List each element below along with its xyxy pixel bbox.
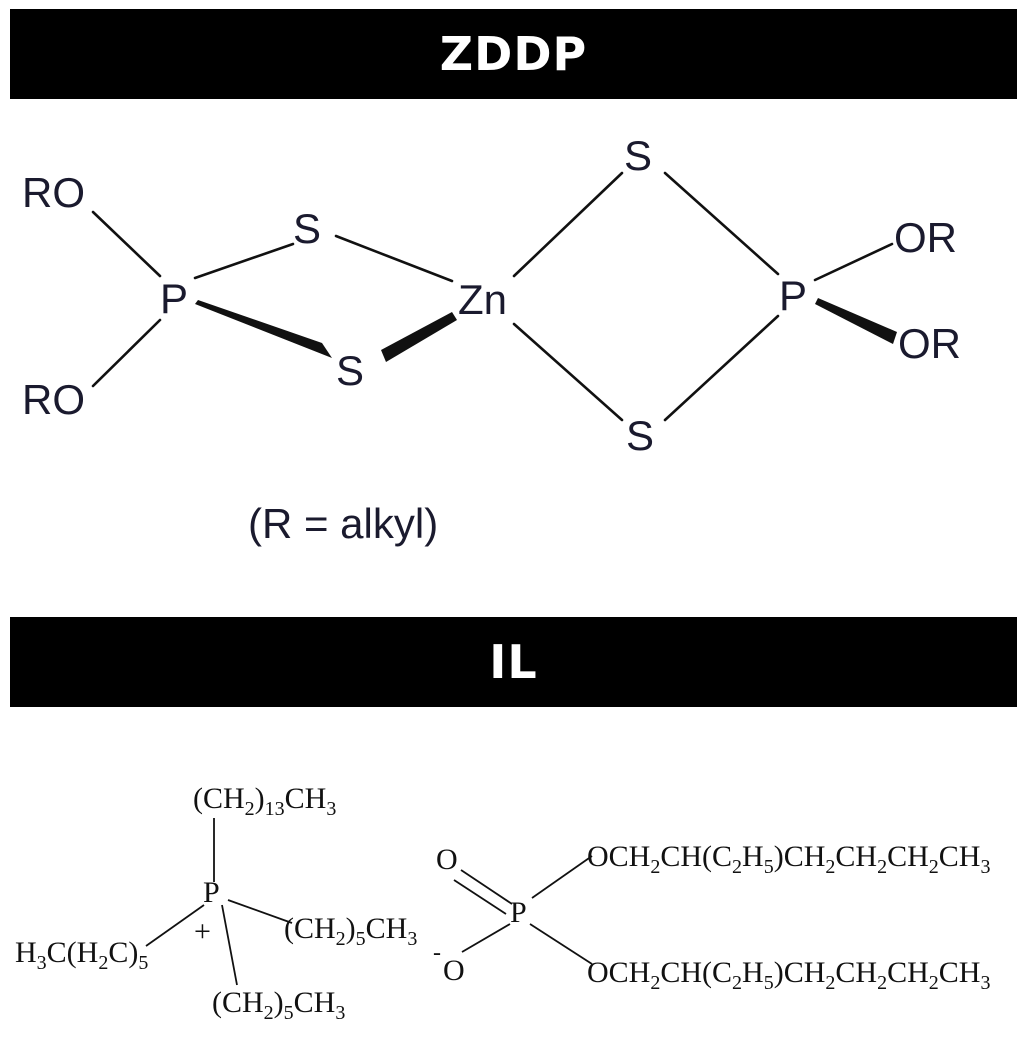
zddp-structure: RO RO P S S Zn S S P OR OR (R = alkyl): [22, 132, 961, 547]
or-bottom-right-label: OR: [898, 320, 961, 367]
zddp-title: ZDDP: [439, 27, 588, 81]
bond-cation-left: [145, 904, 205, 947]
bond-s-zn-top: [334, 234, 454, 283]
wedge-s-zn: [381, 312, 457, 362]
anion-o-minus-label: O: [443, 954, 465, 987]
bond-s-p-right-bottom: [663, 314, 780, 422]
cation-charge: +: [194, 915, 211, 948]
s-left-top-label: S: [293, 205, 321, 252]
bond-s-p-right-top: [663, 171, 780, 276]
bond-cation-bottom: [221, 904, 238, 986]
cation-bottom-chain: (CH2)5CH3: [212, 986, 345, 1024]
p-left-label: P: [160, 275, 188, 322]
anion-bottom-chain: OCH2CH(C2H5)CH2CH2CH2CH3: [587, 956, 990, 994]
bond-zn-s-right-top: [512, 171, 624, 278]
bond-anion-double-2: [453, 879, 507, 915]
alkyl-note: (R = alkyl): [248, 500, 438, 547]
cation-p-label: P: [203, 876, 220, 909]
anion-top-chain: OCH2CH(C2H5)CH2CH2CH2CH3: [587, 840, 990, 878]
il-title: IL: [489, 635, 538, 689]
ro-bottom-left-label: RO: [22, 376, 85, 423]
bond-ro-p-bottom: [91, 318, 162, 388]
cation-right-chain: (CH2)5CH3: [284, 912, 417, 950]
s-left-bottom-label: S: [336, 347, 364, 394]
bond-p-or-top: [813, 242, 894, 282]
ro-top-left-label: RO: [22, 169, 85, 216]
bond-anion-top: [531, 855, 593, 899]
zddp-banner: ZDDP: [10, 9, 1017, 99]
wedge-p-or: [815, 298, 897, 344]
bond-anion-o-minus: [461, 923, 511, 953]
il-anion-structure: O P - O OCH2CH(C2H5)CH2CH2CH2CH3 OCH2CH(…: [433, 840, 990, 994]
anion-minus: -: [433, 940, 441, 966]
cation-left-chain: H3C(H2C)5: [15, 936, 148, 974]
zn-label: Zn: [458, 276, 507, 323]
p-right-label: P: [779, 272, 807, 319]
bond-anion-bottom: [529, 923, 593, 965]
anion-p-label: P: [510, 896, 527, 929]
anion-o-double-label: O: [436, 843, 458, 876]
s-right-bottom-label: S: [626, 412, 654, 459]
bond-p-s-top: [193, 242, 295, 280]
s-right-top-label: S: [624, 132, 652, 179]
cation-top-chain: (CH2)13CH3: [193, 782, 336, 820]
bond-zn-s-right-bottom: [512, 322, 624, 422]
wedge-p-s: [195, 300, 332, 358]
bond-cation-right: [227, 899, 293, 924]
il-cation-structure: P + (CH2)13CH3 (CH2)5CH3 (CH2)5CH3 H3C(H…: [15, 782, 417, 1024]
bond-anion-double-1: [460, 869, 513, 905]
il-banner: IL: [10, 617, 1017, 707]
or-top-right-label: OR: [894, 214, 957, 261]
bond-ro-p-top: [91, 210, 162, 278]
